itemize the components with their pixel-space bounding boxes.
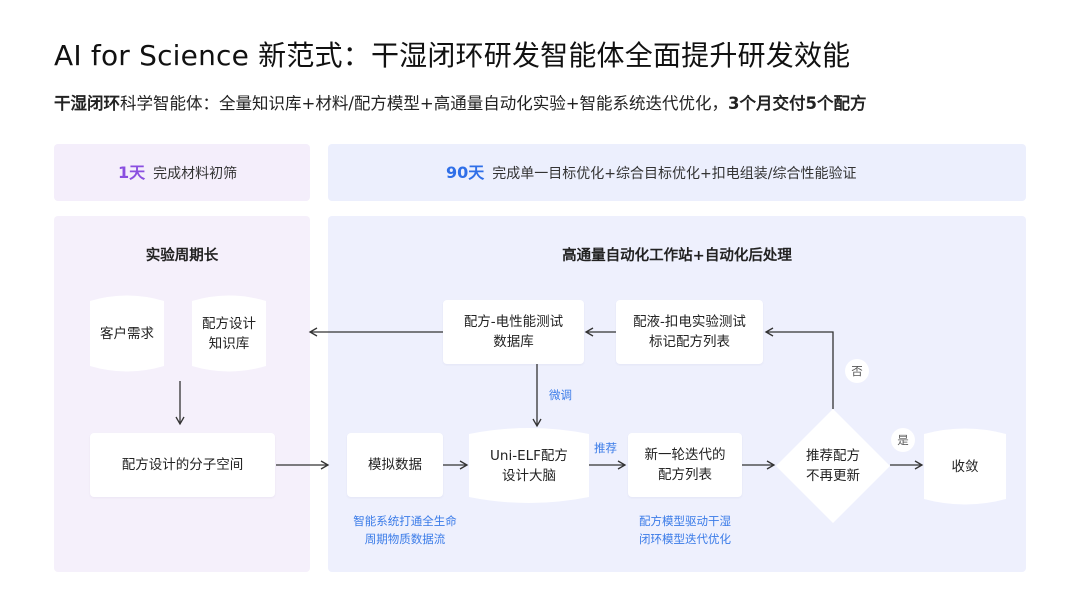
node-perf-db: 配方-电性能测试 数据库 [443,300,584,364]
node-test-list: 配液-扣电实验测试 标记配方列表 [616,300,763,364]
right-panel [328,216,1026,572]
node-customer-needs: 客户需求 [90,301,164,366]
phase-right-days: 90天 [446,163,485,182]
converge-cylinder [924,428,1006,505]
note-dry-wet: 配方模型驱动干湿 闭环模型迭代优化 [639,514,731,546]
phase-left-header: 1天完成材料初筛 [54,144,310,201]
phase-right-header: 90天完成单一目标优化+综合目标优化+扣电组装/综合性能验证 [328,144,1026,201]
left-panel [54,216,310,572]
uni-elf-cylinder [469,428,589,503]
page-title: AI for Science 新范式：干湿闭环研发智能体全面提升研发效能 [54,39,851,72]
right-section-title: 高通量自动化工作站+自动化后处理 [562,248,792,264]
node-converge: 收敛 [924,434,1006,499]
node-customer-needs-label: 客户需求 [100,325,154,342]
node-decision: 推荐配方 不再更新 [786,440,880,492]
node-uni-elf-label: Uni-ELF配方 设计大脑 [490,447,568,484]
node-decision-label: 推荐配方 不再更新 [806,448,860,484]
node-knowledge-base: 配方设计 知识库 [192,301,266,366]
edge-label-no: 否 [845,359,869,383]
node-new-round-label: 新一轮迭代的 配方列表 [644,447,726,483]
subtitle-lead: 干湿闭环 [54,94,120,113]
customer-needs-cylinder [90,295,164,372]
subtitle-middle: 科学智能体：全量知识库+材料/配方模型+高通量自动化实验+智能系统迭代优化， [120,94,729,113]
phase-left-desc: 完成材料初筛 [153,166,238,182]
note-lifecycle: 智能系统打通全生命 周期物质数据流 [353,514,457,546]
node-knowledge-base-label: 配方设计 知识库 [202,315,256,352]
phase-left-text: 1天完成材料初筛 [118,144,237,201]
decision-diamond [776,409,890,523]
phase-left-days: 1天 [118,163,146,182]
node-molecular-space-label: 配方设计的分子空间 [121,457,244,473]
knowledge-base-cylinder [192,295,266,372]
edge-label-recommend: 推荐 [594,441,617,455]
node-converge-label: 收敛 [951,458,979,475]
node-perf-db-label: 配方-电性能测试 数据库 [463,314,564,350]
left-section-title: 实验周期长 [145,248,219,264]
node-molecular-space: 配方设计的分子空间 [90,433,275,497]
edge-label-yes: 是 [891,428,915,452]
node-simulated-data-label: 模拟数据 [368,457,422,473]
node-uni-elf: Uni-ELF配方 设计大脑 [469,434,589,497]
page-subtitle: 干湿闭环科学智能体：全量知识库+材料/配方模型+高通量自动化实验+智能系统迭代优… [54,90,867,114]
arrow-decision-loop [764,327,834,409]
edge-label-fine-tune: 微调 [549,388,572,402]
node-test-list-label: 配液-扣电实验测试 标记配方列表 [633,314,746,350]
subtitle-tail: 3个月交付5个配方 [728,94,867,113]
node-simulated-data: 模拟数据 [347,433,443,497]
node-new-round: 新一轮迭代的 配方列表 [628,433,742,497]
phase-right-desc: 完成单一目标优化+综合目标优化+扣电组装/综合性能验证 [492,166,857,182]
phase-right-text: 90天完成单一目标优化+综合目标优化+扣电组装/综合性能验证 [446,144,856,201]
